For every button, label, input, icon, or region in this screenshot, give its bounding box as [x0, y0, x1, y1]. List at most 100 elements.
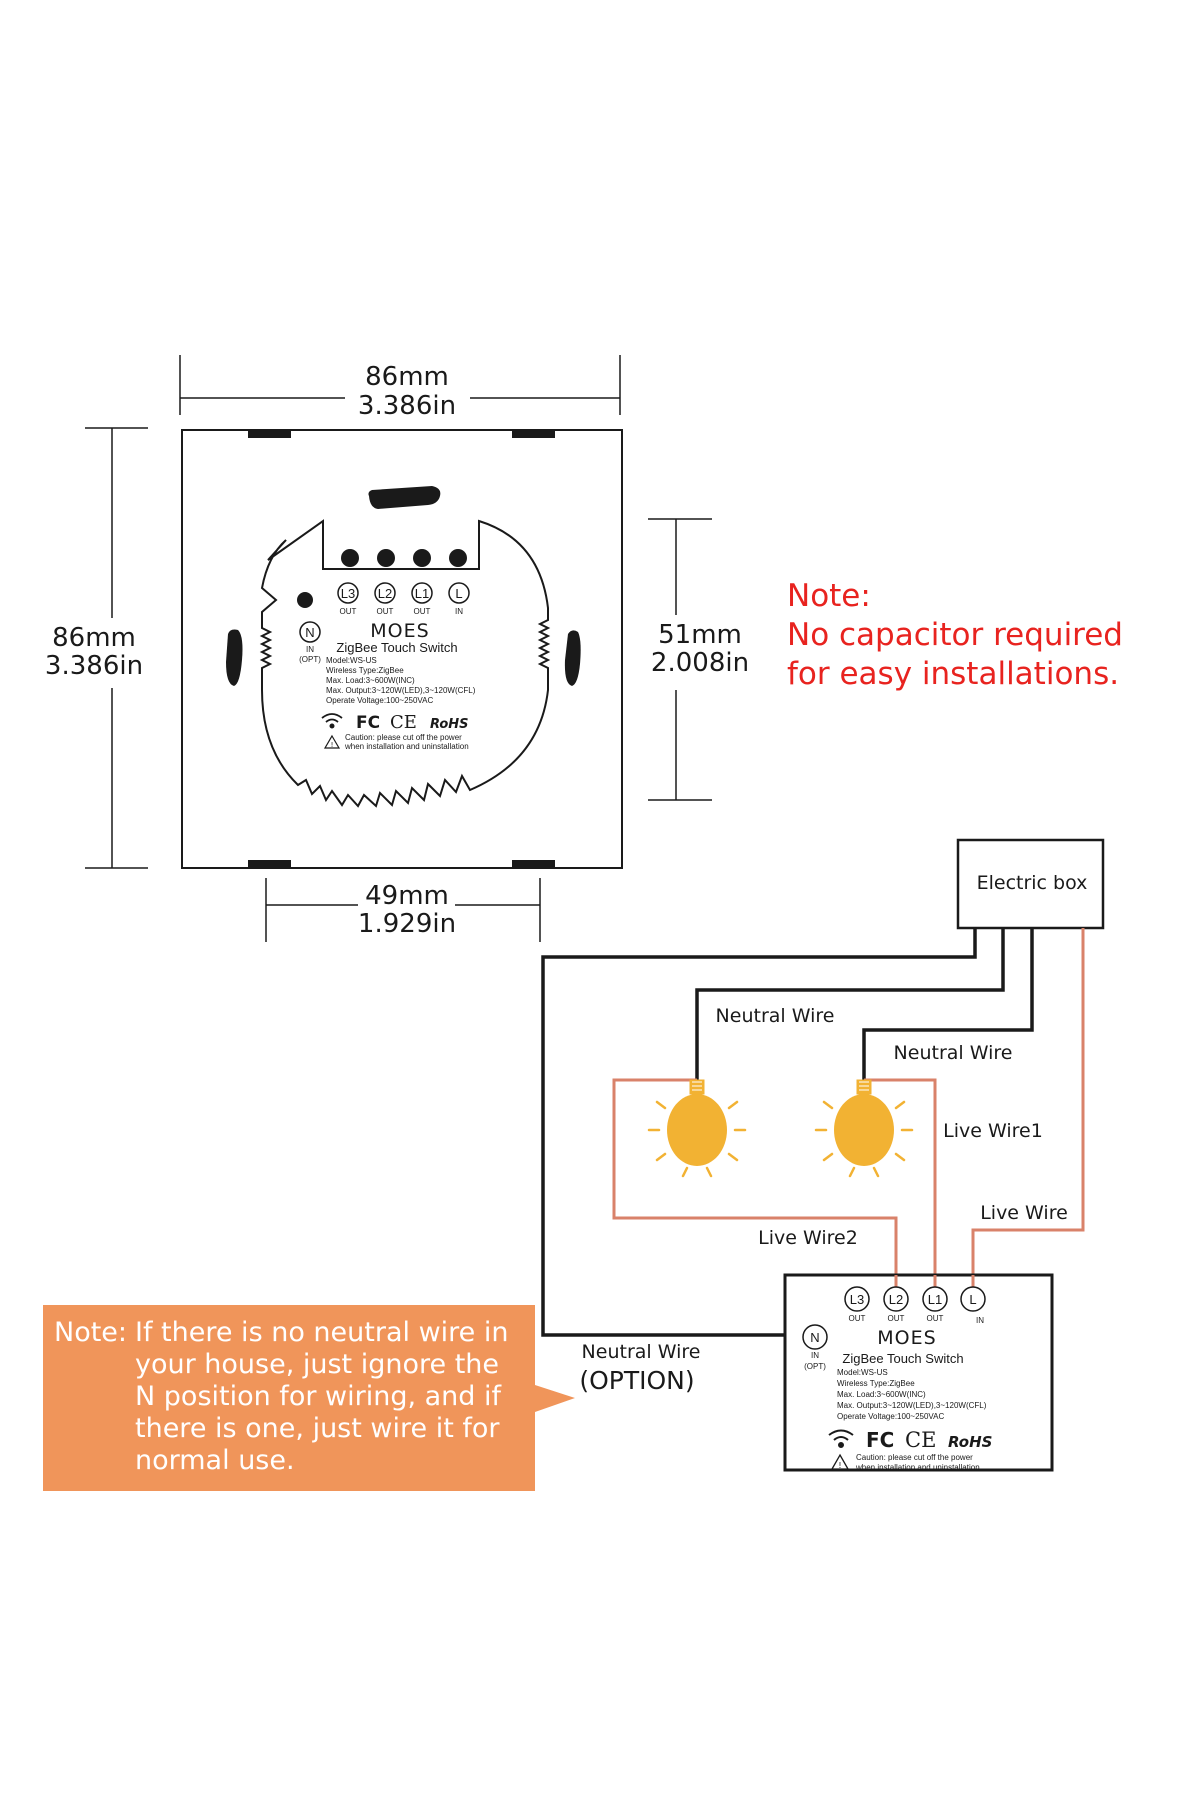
plate-terminals: L3 L2 L1 L OUT OUT OUT IN N IN (OPT): [299, 582, 470, 664]
plate-brand: MOES: [370, 620, 429, 642]
note-red-line1: No capacitor required: [787, 617, 1123, 653]
height-dimension: [85, 427, 148, 869]
module-terminal-sub-l2: OUT: [888, 1314, 905, 1323]
note-red-line2: for easy installations.: [787, 656, 1119, 692]
module-spec-3: Max. Output:3~120W(LED),3~120W(CFL): [837, 1401, 987, 1410]
module-spec-0: Model:WS-US: [837, 1368, 888, 1377]
live-wire-label: Live Wire: [980, 1202, 1068, 1224]
note-box-label: Note:: [54, 1317, 127, 1348]
electric-box-label: Electric box: [977, 872, 1088, 894]
screw-in-label: 1.929in: [358, 909, 456, 939]
module-body: [259, 519, 551, 808]
module-terminal-l: L: [969, 1292, 976, 1307]
screw-dimension: [265, 878, 541, 942]
module-product: ZigBee Touch Switch: [842, 1351, 963, 1366]
bulb-2-icon: [814, 1079, 914, 1178]
live-wire1-label: Live Wire1: [943, 1120, 1043, 1142]
top-slot: [368, 486, 441, 509]
plate-terminal-n-sub2: (OPT): [299, 655, 321, 664]
note-box-line-0: If there is no neutral wire in: [135, 1317, 508, 1348]
module-spec-1: Wireless Type:ZigBee: [837, 1379, 915, 1388]
module-terminal-l2: L2: [889, 1292, 903, 1307]
module-terminal-sub-l1: OUT: [927, 1314, 944, 1323]
width-mm-label: 86mm: [365, 362, 449, 392]
module-wifi-icon: [828, 1429, 854, 1448]
note-box-line-3: there is one, just wire it for: [135, 1413, 500, 1444]
live-wires: [612, 928, 1085, 1275]
plate-warning-icon: !: [323, 734, 341, 749]
plate-terminal-l3: L3: [341, 586, 355, 601]
module-ce: CE: [905, 1428, 936, 1452]
neutral-option-label-1: Neutral Wire: [582, 1341, 701, 1363]
note-box-pointer: [535, 1385, 575, 1412]
inner-height-in-label: 2.008in: [651, 648, 749, 678]
plate-ce: CE: [390, 712, 417, 733]
note-box: Note: If there is no neutral wire in you…: [43, 1305, 575, 1491]
svg-text:!: !: [331, 741, 334, 749]
plate-label: MOES ZigBee Touch Switch Model:WS-US Wir…: [321, 620, 476, 751]
plate-spec-2: Max. Load:3~600W(INC): [326, 676, 415, 685]
plate-terminal-sub-l3: OUT: [340, 607, 357, 616]
module-terminal-sub-l: IN: [976, 1316, 984, 1325]
plate-terminal-l2: L2: [378, 586, 392, 601]
module-box: [783, 1273, 1054, 1472]
module-spec-4: Operate Voltage:100~250VAC: [837, 1412, 944, 1421]
right-slot: [564, 630, 581, 686]
module-terminal-sub-l3: OUT: [849, 1314, 866, 1323]
height-mm-label: 86mm: [52, 623, 136, 653]
plate-wifi-icon: [321, 713, 343, 729]
note-box-line-2: N position for wiring, and if: [135, 1381, 502, 1412]
inner-height-dimension: [648, 518, 712, 801]
screw-mm-label: 49mm: [365, 881, 449, 911]
module-terminal-n-sub2: (OPT): [804, 1362, 826, 1371]
plate-fc: FC: [356, 713, 380, 733]
width-dimension: [179, 355, 621, 415]
neutral-wire-label-1: Neutral Wire: [716, 1005, 835, 1027]
bulb-1-icon: [647, 1079, 747, 1178]
height-in-label: 3.386in: [45, 651, 143, 681]
module-terminal-l3: L3: [850, 1292, 864, 1307]
module-terminals: L3 L2 L1 L OUT OUT OUT IN N IN (OPT): [802, 1286, 986, 1371]
module-rohs: RoHS: [948, 1433, 992, 1451]
note-red-title: Note:: [787, 578, 871, 614]
module-caution-2: when installation and uninstallation: [855, 1463, 980, 1472]
inner-height-mm-label: 51mm: [658, 620, 742, 650]
plate-terminal-n-sub1: IN: [306, 645, 314, 654]
plate-spec-0: Model:WS-US: [326, 656, 377, 665]
plate-product: ZigBee Touch Switch: [336, 640, 457, 655]
module-terminal-n: N: [810, 1330, 819, 1345]
switch-plate-outline: [181, 429, 623, 869]
plate-spec-4: Operate Voltage:100~250VAC: [326, 696, 433, 705]
plate-terminal-sub-l1: OUT: [414, 607, 431, 616]
plate-rohs: RoHS: [430, 717, 469, 732]
width-in-label: 3.386in: [358, 391, 456, 421]
module-terminal-l1: L1: [928, 1292, 942, 1307]
module-label: MOES ZigBee Touch Switch Model:WS-US Wir…: [828, 1327, 992, 1472]
plate-caution-2: when installation and uninstallation: [344, 742, 469, 751]
note-box-line-4: normal use.: [135, 1445, 295, 1476]
svg-text:!: !: [838, 1461, 841, 1470]
neutral-wires: [541, 928, 1034, 1337]
module-fc: FC: [866, 1428, 894, 1452]
module-terminal-n-sub1: IN: [811, 1351, 819, 1360]
live-wire2-label: Live Wire2: [758, 1227, 858, 1249]
neutral-wire-label-2: Neutral Wire: [894, 1042, 1013, 1064]
neutral-option-label-2: (OPTION): [579, 1366, 694, 1395]
plate-clips: [248, 430, 555, 868]
plate-caution-1: Caution: please cut off the power: [345, 733, 462, 742]
module-warning-icon: !: [830, 1453, 850, 1470]
plate-spec-1: Wireless Type:ZigBee: [326, 666, 404, 675]
module-caution-1: Caution: please cut off the power: [856, 1453, 973, 1462]
plate-terminal-sub-l2: OUT: [377, 607, 394, 616]
electric-box: [956, 838, 1105, 930]
plate-terminal-l: L: [455, 586, 462, 601]
plate-terminal-n: N: [305, 625, 314, 640]
plate-terminal-sub-l: IN: [455, 607, 463, 616]
module-spec-2: Max. Load:3~600W(INC): [837, 1390, 926, 1399]
left-slot: [226, 629, 243, 686]
plate-terminal-l1: L1: [415, 586, 429, 601]
plate-spec-3: Max. Output:3~120W(LED),3~120W(CFL): [326, 686, 476, 695]
note-box-line-1: your house, just ignore the: [135, 1349, 499, 1380]
module-brand: MOES: [877, 1327, 936, 1349]
